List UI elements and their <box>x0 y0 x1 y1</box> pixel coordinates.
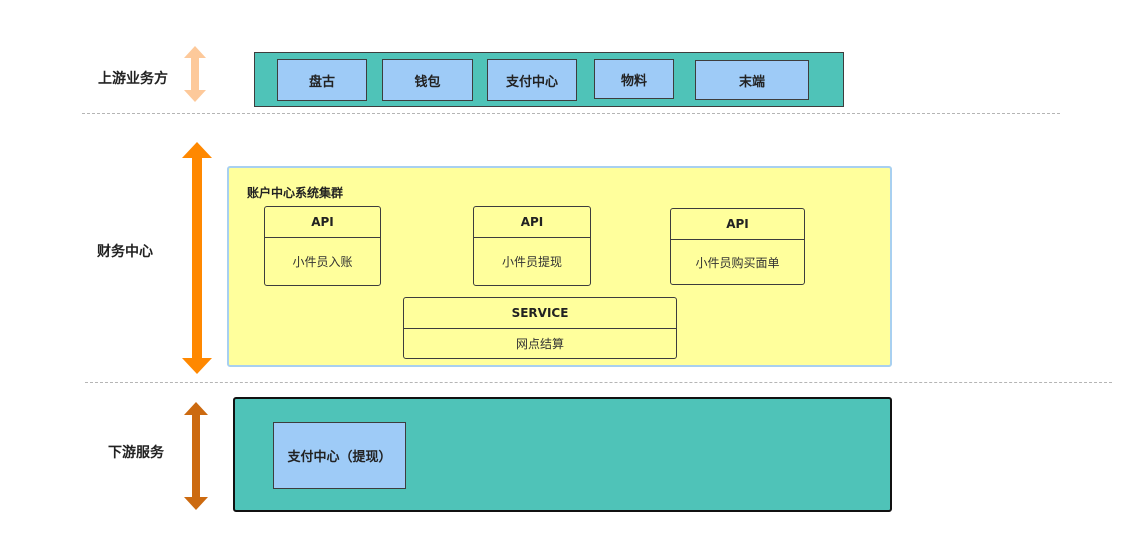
divider-upper <box>82 113 1060 114</box>
account-center-cluster: 账户中心系统集群 API 小件员入账 API 小件员提现 API 小件员购买面单… <box>227 166 892 367</box>
upstream-system-payment-center: 支付中心 <box>487 59 577 101</box>
api-card-head: API <box>265 207 380 238</box>
api-card-courier-waybill-purchase: API 小件员购买面单 <box>670 208 805 285</box>
finance-label: 财务中心 <box>97 244 153 260</box>
cluster-title: 账户中心系统集群 <box>247 186 344 200</box>
upstream-double-arrow-icon <box>184 46 206 102</box>
api-card-courier-credit: API 小件员入账 <box>264 206 381 286</box>
service-card-head: SERVICE <box>404 298 676 329</box>
downstream-label: 下游服务 <box>108 445 164 461</box>
upstream-systems-panel: 盘古 钱包 支付中心 物料 末端 <box>254 52 844 107</box>
divider-lower <box>85 382 1112 383</box>
api-card-body: 小件员提现 <box>501 255 562 269</box>
service-card-body: 网点结算 <box>515 337 564 351</box>
upstream-label: 上游业务方 <box>98 71 168 87</box>
finance-double-arrow-icon <box>182 142 212 374</box>
downstream-systems-panel: 支付中心（提现） <box>233 397 892 512</box>
downstream-system-payment-withdraw: 支付中心（提现） <box>273 422 406 489</box>
upstream-system-wallet: 钱包 <box>382 59 473 101</box>
api-card-head: API <box>671 209 804 240</box>
service-card-outlet-settlement: SERVICE 网点结算 <box>403 297 677 359</box>
api-card-head: API <box>474 207 590 238</box>
upstream-system-pangu: 盘古 <box>277 59 367 101</box>
api-card-body: 小件员入账 <box>292 255 353 269</box>
api-card-body: 小件员购买面单 <box>695 255 780 270</box>
api-card-courier-withdraw: API 小件员提现 <box>473 206 591 286</box>
upstream-system-terminal: 末端 <box>695 60 809 100</box>
upstream-system-materials: 物料 <box>594 59 674 99</box>
downstream-double-arrow-icon <box>184 402 208 510</box>
